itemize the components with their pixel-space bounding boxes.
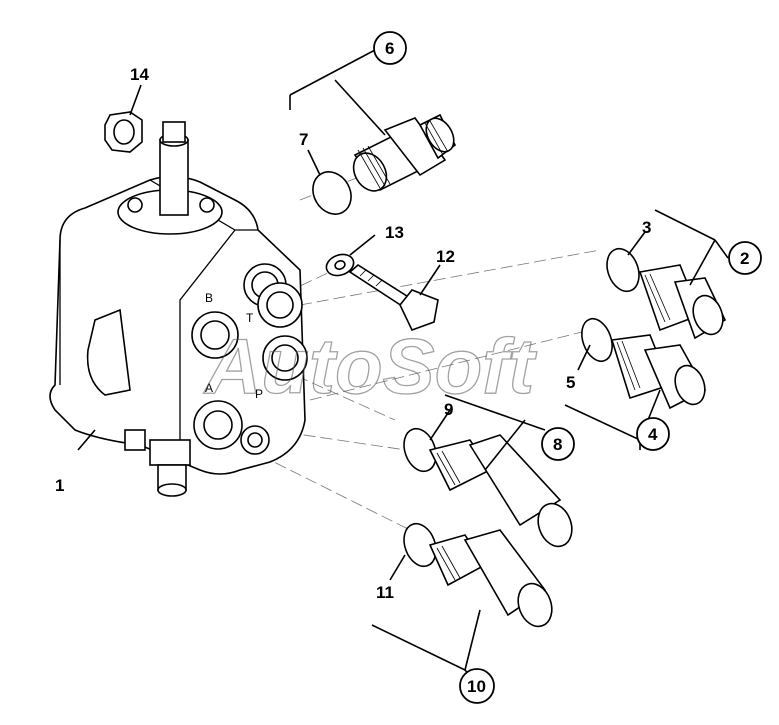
callout-7: 7 — [299, 130, 308, 149]
callout-6-ring — [373, 31, 407, 65]
callout-2: 2 — [740, 249, 749, 268]
callout-8: 8 — [553, 435, 562, 454]
fitting-upper — [312, 113, 457, 215]
fitting-10 — [403, 522, 553, 628]
callout-2-ring — [728, 241, 762, 275]
callout-4-ring — [636, 417, 670, 451]
callout-8-ring — [541, 427, 575, 461]
port-letter-a: A — [205, 381, 213, 395]
fitting-2 — [606, 247, 727, 340]
fitting-8 — [403, 427, 573, 548]
callout-4: 4 — [648, 425, 658, 444]
leader-lines — [77, 49, 729, 677]
callout-labels: 1 2 3 4 5 6 7 8 9 10 11 12 13 14 — [55, 39, 749, 696]
watermark: AutoSoft — [203, 322, 537, 410]
callout-1: 1 — [55, 476, 64, 495]
callout-circles — [373, 31, 762, 704]
callout-13: 13 — [385, 223, 404, 242]
port-letter-b: B — [205, 291, 213, 305]
callout-3: 3 — [642, 218, 651, 237]
valve-body: B A T P — [49, 121, 308, 497]
fitting-4 — [581, 317, 707, 410]
callout-5: 5 — [566, 373, 575, 392]
port-letter-t: T — [246, 311, 254, 325]
washer-and-bolt — [325, 253, 439, 331]
callout-6: 6 — [385, 39, 394, 58]
port-letter-p: P — [255, 387, 263, 401]
callout-14: 14 — [130, 65, 149, 84]
callout-12: 12 — [436, 247, 455, 266]
callout-10-ring — [459, 668, 495, 704]
callout-9: 9 — [444, 400, 453, 419]
nut — [104, 111, 143, 153]
callout-11: 11 — [376, 583, 394, 602]
callout-10: 10 — [467, 677, 486, 696]
